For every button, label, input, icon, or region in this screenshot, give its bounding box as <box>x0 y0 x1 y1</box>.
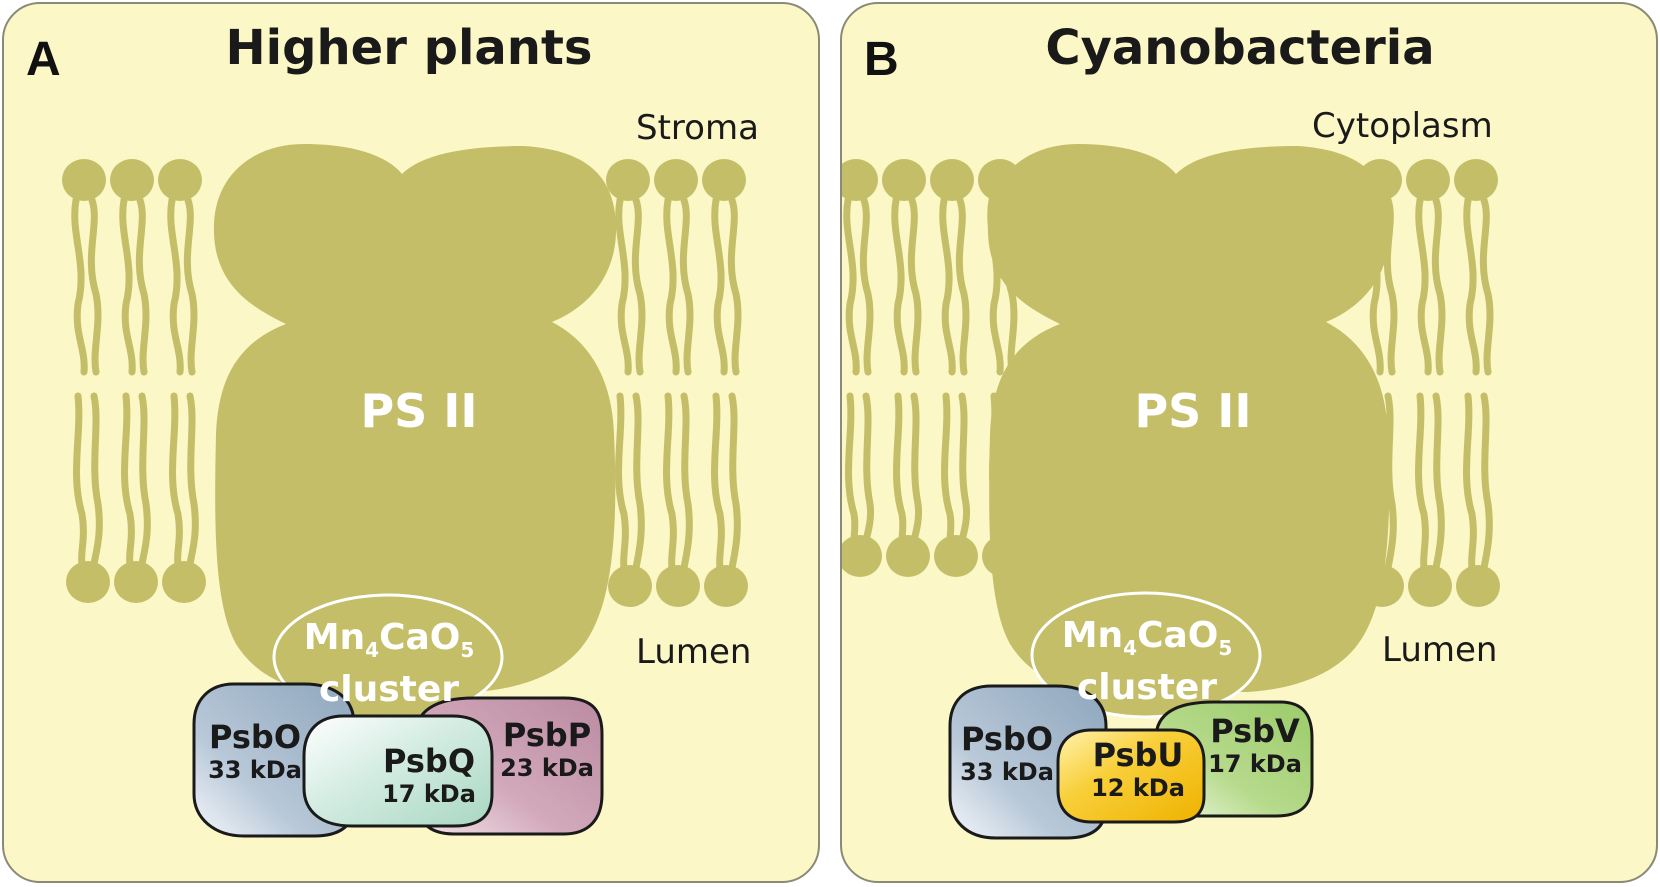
top-compartment-label: Stroma <box>636 108 759 148</box>
lipid-top-6 <box>1406 159 1450 376</box>
protein-mass: 33 kDa <box>208 756 302 784</box>
panel-title: Higher plants <box>225 20 593 76</box>
formula-sub-4: 4 <box>365 638 380 663</box>
cluster-word: cluster <box>1076 667 1218 709</box>
panel-cyanobacteria: B Cyanobacteria Cytoplasm Lumen PS II Mn… <box>840 2 1658 883</box>
lipid-bottom-2 <box>886 392 930 577</box>
lipid-bottom-2 <box>114 392 158 603</box>
protein-mass: 23 kDa <box>500 754 594 782</box>
lipid-bottom-3 <box>934 392 978 577</box>
protein-mass: 17 kDa <box>382 780 476 808</box>
psbP-label: PsbP 23 kDa <box>492 716 602 782</box>
panel-letter: A <box>26 33 61 86</box>
protein-mass: 17 kDa <box>1208 750 1302 778</box>
protein-name: PsbO <box>208 718 302 756</box>
formula-cao: CaO <box>1137 615 1219 656</box>
protein-name: PsbO <box>960 720 1054 758</box>
psbU-protein <box>1056 728 1206 824</box>
protein-name: PsbU <box>1092 736 1184 774</box>
lipid-bottom-3 <box>162 392 206 603</box>
panel-letter: B <box>864 33 899 86</box>
protein-name: PsbV <box>1210 712 1300 750</box>
lipid-top-3 <box>930 159 974 376</box>
membrane-diagram-a <box>62 144 748 838</box>
core-label: PS II <box>1134 384 1252 438</box>
formula-sub-5: 5 <box>1218 636 1233 661</box>
bottom-compartment-label: Lumen <box>636 632 752 672</box>
cluster-word: cluster <box>318 669 460 711</box>
protein-mass: 33 kDa <box>960 758 1054 786</box>
core-label: PS II <box>360 384 478 438</box>
panel-title: Cyanobacteria <box>1045 20 1435 76</box>
protein-name: PsbQ <box>382 742 476 780</box>
lipid-bottom-1 <box>842 392 882 577</box>
lipid-bottom-6 <box>704 392 748 607</box>
psbO-label: PsbO 33 kDa <box>200 718 310 784</box>
cluster-formula: Mn4CaO5 <box>1032 616 1262 668</box>
formula-mn: Mn <box>303 617 366 658</box>
lipid-top-7 <box>1454 159 1498 376</box>
bottom-compartment-label: Lumen <box>1382 630 1498 670</box>
formula-sub-4: 4 <box>1123 636 1138 661</box>
psbU-label: PsbU 12 kDa <box>1078 736 1198 802</box>
lipid-top-3 <box>158 159 202 376</box>
protein-name: PsbP <box>502 716 592 754</box>
psbQ-protein <box>302 714 494 828</box>
cluster-label: Mn4CaO5 cluster <box>1032 616 1262 708</box>
cluster-label: Mn4CaO5 cluster <box>274 618 504 710</box>
mn4cao5-cluster <box>1030 591 1262 719</box>
lipid-bilayer-right <box>606 159 748 607</box>
ps2-core <box>213 144 617 692</box>
lipid-top-2 <box>882 159 926 376</box>
psbO-label: PsbO 33 kDa <box>952 720 1062 786</box>
lipid-bottom-7 <box>1456 392 1500 607</box>
lipid-top-5 <box>654 159 698 376</box>
lipid-bottom-5 <box>656 392 700 607</box>
lipid-top-1 <box>842 159 878 376</box>
formula-mn: Mn <box>1061 615 1124 656</box>
panel-higher-plants: A Higher plants Stroma Lumen PS II Mn4Ca… <box>2 2 820 883</box>
membrane-diagram-b <box>842 144 1500 840</box>
protein-mass: 12 kDa <box>1091 774 1185 802</box>
lipid-bottom-1 <box>66 392 110 603</box>
top-compartment-label: Cytoplasm <box>1312 106 1493 146</box>
ps2-core <box>987 144 1391 692</box>
lipid-bilayer-left <box>62 159 206 603</box>
lipid-bottom-6 <box>1408 392 1452 607</box>
lipid-bottom-4 <box>608 392 652 607</box>
lipid-top-6 <box>702 159 746 376</box>
cluster-formula: Mn4CaO5 <box>274 618 504 670</box>
formula-sub-5: 5 <box>460 638 475 663</box>
psbQ-label: PsbQ 17 kDa <box>374 742 484 808</box>
lipid-top-4 <box>606 159 650 376</box>
formula-cao: CaO <box>379 617 461 658</box>
lipid-top-2 <box>110 159 154 376</box>
psbV-label: PsbV 17 kDa <box>1198 712 1312 778</box>
lipid-top-1 <box>62 159 106 376</box>
